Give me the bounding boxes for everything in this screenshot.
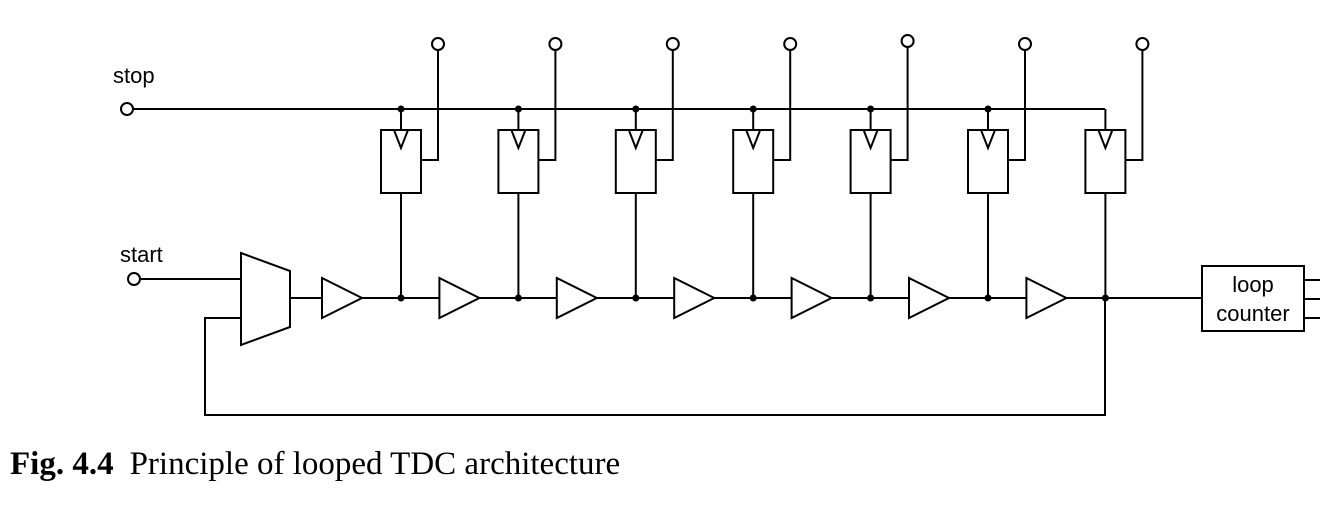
caption-text: Principle of looped TDC architecture: [129, 446, 621, 482]
junction-dot: [514, 105, 522, 113]
flip-flop: [967, 129, 1009, 194]
output-terminal: [548, 37, 563, 51]
flip-flop: [614, 129, 657, 194]
delay-buffer: [673, 276, 717, 320]
stop-terminal: [120, 102, 134, 116]
junction-dot: [749, 105, 757, 113]
flip-flop-stage: [732, 37, 798, 302]
flip-flop-stage: [849, 34, 915, 302]
flip-flop-stage: [497, 37, 563, 302]
junction-dot: [867, 294, 875, 302]
output-terminal: [783, 37, 798, 51]
junction-dot: [749, 294, 757, 302]
flip-flop: [497, 129, 540, 194]
stop-label: stop: [113, 63, 155, 88]
figure-caption: Fig. 4.4 Principle of looped TDC architec…: [10, 446, 620, 483]
clock-edge-marker: [627, 129, 644, 151]
delay-buffer: [790, 276, 834, 320]
multiplexer: [240, 251, 291, 347]
clock-edge-marker: [510, 129, 527, 151]
flip-flop-stage: [614, 37, 680, 302]
start-terminal: [127, 272, 141, 286]
delay-buffer: [555, 276, 600, 320]
output-terminal: [1018, 37, 1032, 51]
junction-dot: [867, 105, 875, 113]
flip-flop-stage: [967, 37, 1032, 302]
delay-buffer: [321, 276, 365, 320]
feedback-loop: [204, 298, 1106, 416]
output-wire: [773, 50, 792, 161]
figure-number: Fig. 4.4: [10, 446, 114, 482]
flip-flop: [1084, 129, 1127, 194]
output-wire: [1008, 50, 1026, 161]
output-terminal: [431, 37, 445, 51]
loop-counter-label-line2: counter: [1216, 301, 1289, 326]
output-wire: [538, 50, 557, 161]
flip-flop: [849, 129, 892, 194]
looped-tdc-diagram: stop start loop counter: [113, 34, 1320, 416]
flip-flop: [732, 129, 775, 194]
loop-counter-label-line1: loop: [1232, 272, 1274, 297]
output-wire: [421, 50, 439, 161]
clock-edge-marker: [745, 129, 762, 151]
output-wire: [1125, 50, 1144, 161]
delay-buffer: [438, 276, 482, 320]
junction-dot: [984, 294, 992, 302]
output-wire: [655, 50, 674, 161]
output-terminal: [900, 34, 915, 48]
flip-flop-stage: [1084, 37, 1150, 302]
loop-counter-box: [1201, 265, 1305, 332]
junction-dot: [514, 294, 522, 302]
junction-dot: [397, 294, 405, 302]
junction-dot: [1101, 294, 1109, 302]
clock-edge-marker: [1097, 129, 1114, 151]
clock-edge-marker: [862, 129, 879, 151]
output-wire: [890, 47, 909, 161]
junction-dot: [984, 105, 992, 113]
delay-buffer: [1025, 276, 1069, 320]
output-terminal: [1135, 37, 1150, 51]
junction-dot: [397, 105, 405, 113]
junction-dot: [632, 294, 640, 302]
delay-buffer: [908, 276, 952, 320]
flip-flop: [380, 129, 422, 194]
flip-flop-stage: [380, 37, 445, 302]
output-terminal: [665, 37, 680, 51]
start-label: start: [120, 242, 163, 267]
junction-dot: [632, 105, 640, 113]
clock-edge-marker: [980, 129, 996, 151]
clock-edge-marker: [393, 129, 409, 151]
